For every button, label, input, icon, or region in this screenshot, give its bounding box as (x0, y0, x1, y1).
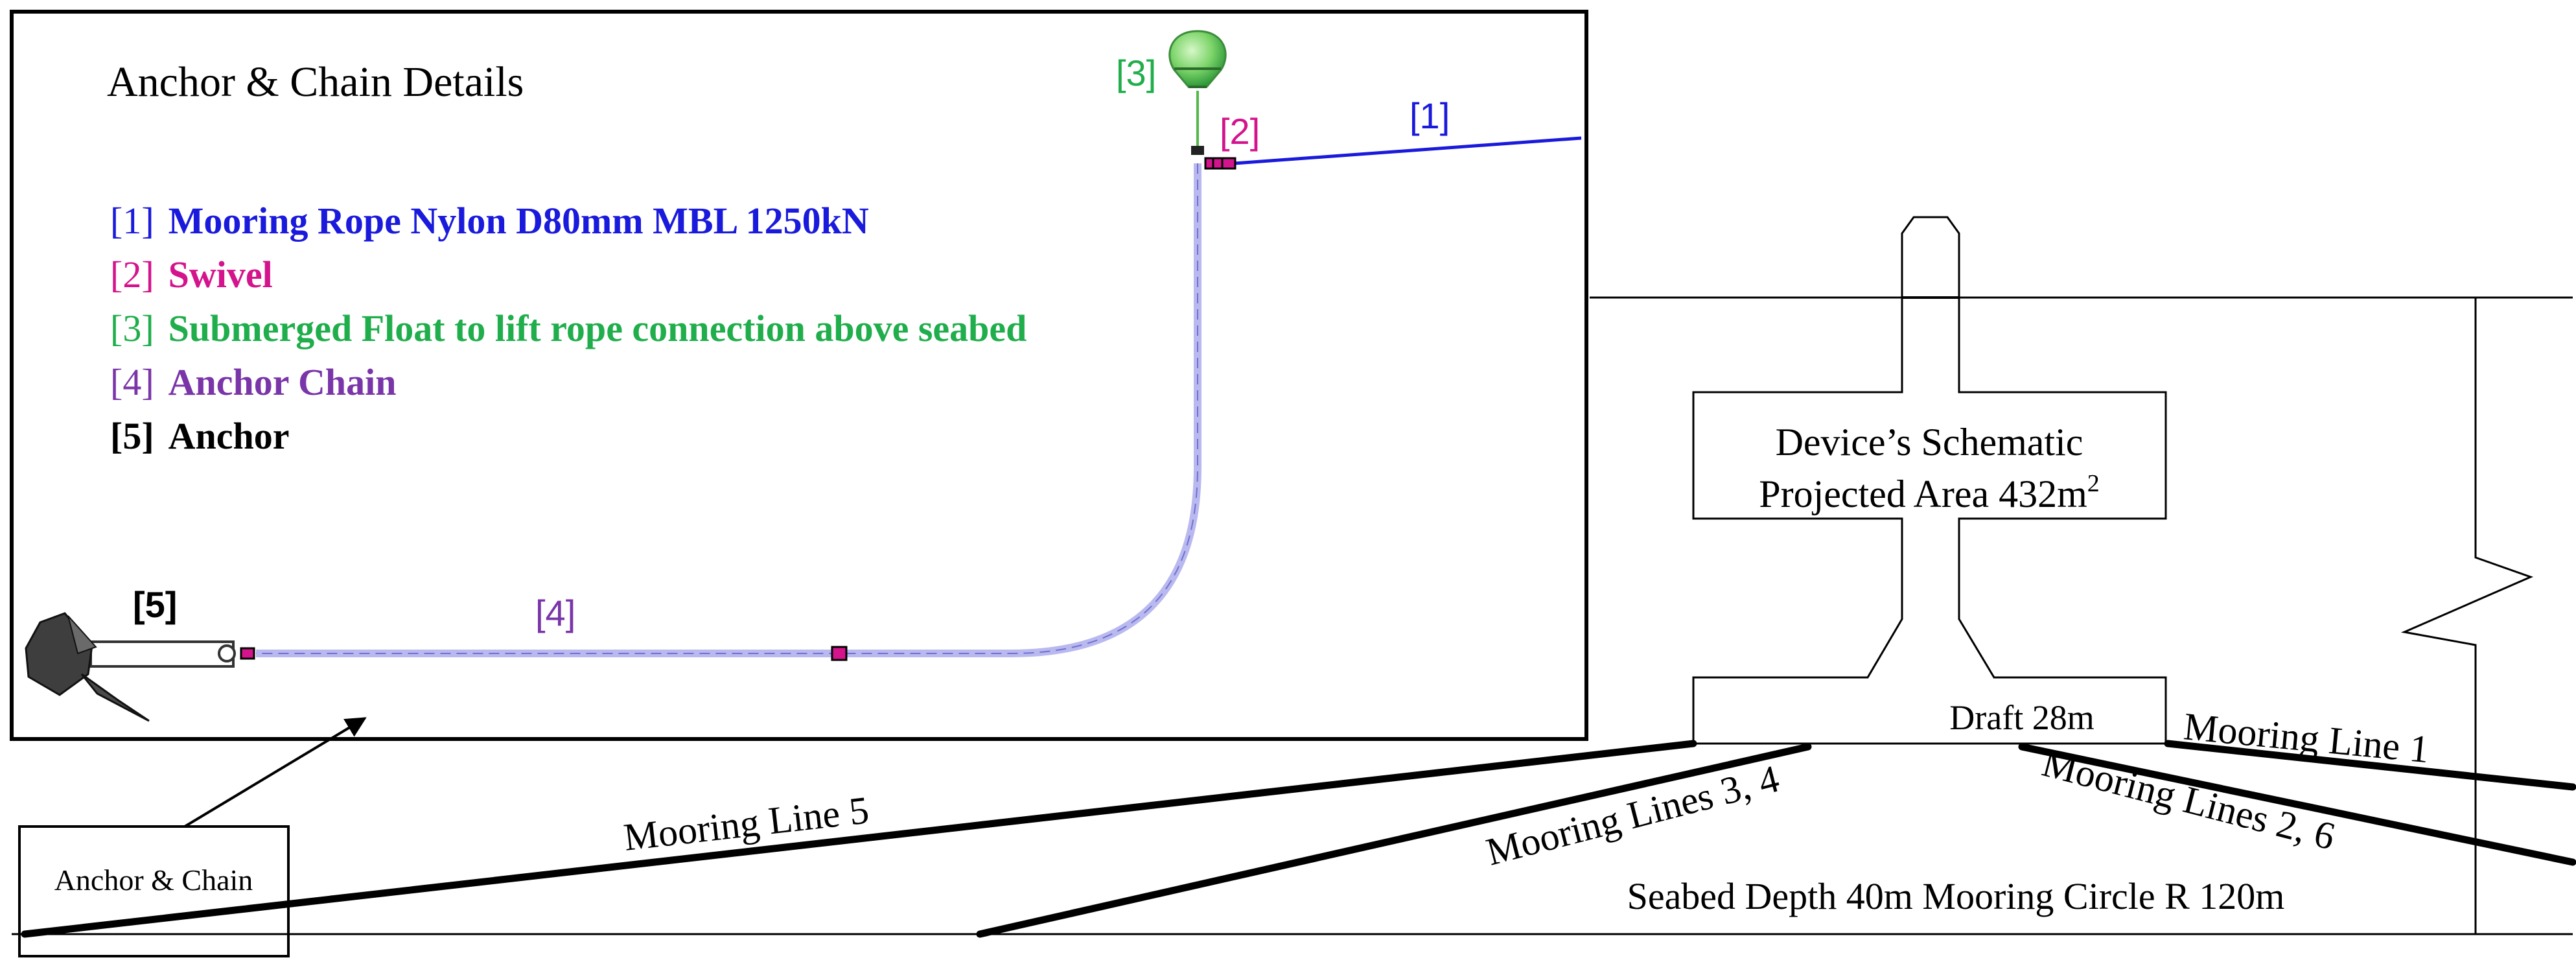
anchor (25, 612, 255, 722)
device-schematic-line1: Device’s Schematic (1776, 421, 2083, 463)
legend-num-4: [4] (110, 361, 154, 403)
swivel-callout: [2] (1220, 111, 1260, 152)
legend-item-2: [2] Swivel (110, 253, 273, 296)
side-structure (2400, 298, 2534, 934)
legend-item-5: [5] Anchor (110, 415, 290, 457)
legend-item-3: [3] Submerged Float to lift rope connecti… (110, 307, 1027, 349)
legend-text-1: Mooring Rope Nylon D80mm MBL 1250kN (168, 200, 869, 242)
device-schematic-line2: Projected Area 432m2 (1759, 470, 2100, 515)
anchor-callout: [5] (133, 584, 177, 625)
inset-label: Anchor & Chain (54, 863, 253, 897)
float-callout: [3] (1116, 53, 1156, 93)
detail-title: Anchor & Chain Details (107, 58, 524, 106)
submerged-float (1168, 30, 1227, 148)
legend: [1] Mooring Rope Nylon D80mm MBL 1250kN [… (110, 200, 1027, 457)
seabed-note: Seabed Depth 40m Mooring Circle R 120m (1627, 875, 2285, 917)
area-superscript: 2 (2087, 470, 2100, 497)
swivel (1191, 146, 1236, 170)
legend-text-5: Anchor (168, 415, 290, 457)
legend-text-3: Submerged Float to lift rope connection … (168, 307, 1027, 349)
chain-mid-shackle (831, 646, 848, 661)
legend-num-5: [5] (110, 415, 154, 457)
legend-item-1: [1] Mooring Rope Nylon D80mm MBL 1250kN (110, 200, 869, 242)
mooring-line-2-6 (2018, 743, 2576, 866)
mooring-line-1 (2164, 740, 2576, 791)
mooring-line-3-4 (976, 743, 1812, 938)
legend-num-3: [3] (110, 307, 154, 349)
legend-item-4: [4] Anchor Chain (110, 361, 397, 403)
anchor-chain-links (256, 163, 1198, 654)
detail-arrow (183, 717, 367, 828)
projected-area: Projected Area 432m (1759, 473, 2087, 515)
mooring-lines (21, 740, 2576, 938)
mooring-rope (1234, 136, 1582, 165)
draft-label: Draft 28m (1949, 698, 2094, 737)
chain-callout: [4] (535, 592, 575, 633)
device-mast (1901, 216, 1960, 298)
legend-num-2: [2] (110, 253, 154, 296)
mooring-line-3-4-label: Mooring Lines 3, 4 (1482, 757, 1783, 874)
detail-panel-frame (10, 10, 1588, 741)
rope-callout: [1] (1410, 95, 1450, 136)
device-hull (1692, 298, 2167, 745)
mooring-line-5 (21, 740, 1697, 938)
legend-num-1: [1] (110, 200, 154, 242)
legend-text-4: Anchor Chain (168, 361, 397, 403)
legend-text-2: Swivel (168, 253, 273, 296)
